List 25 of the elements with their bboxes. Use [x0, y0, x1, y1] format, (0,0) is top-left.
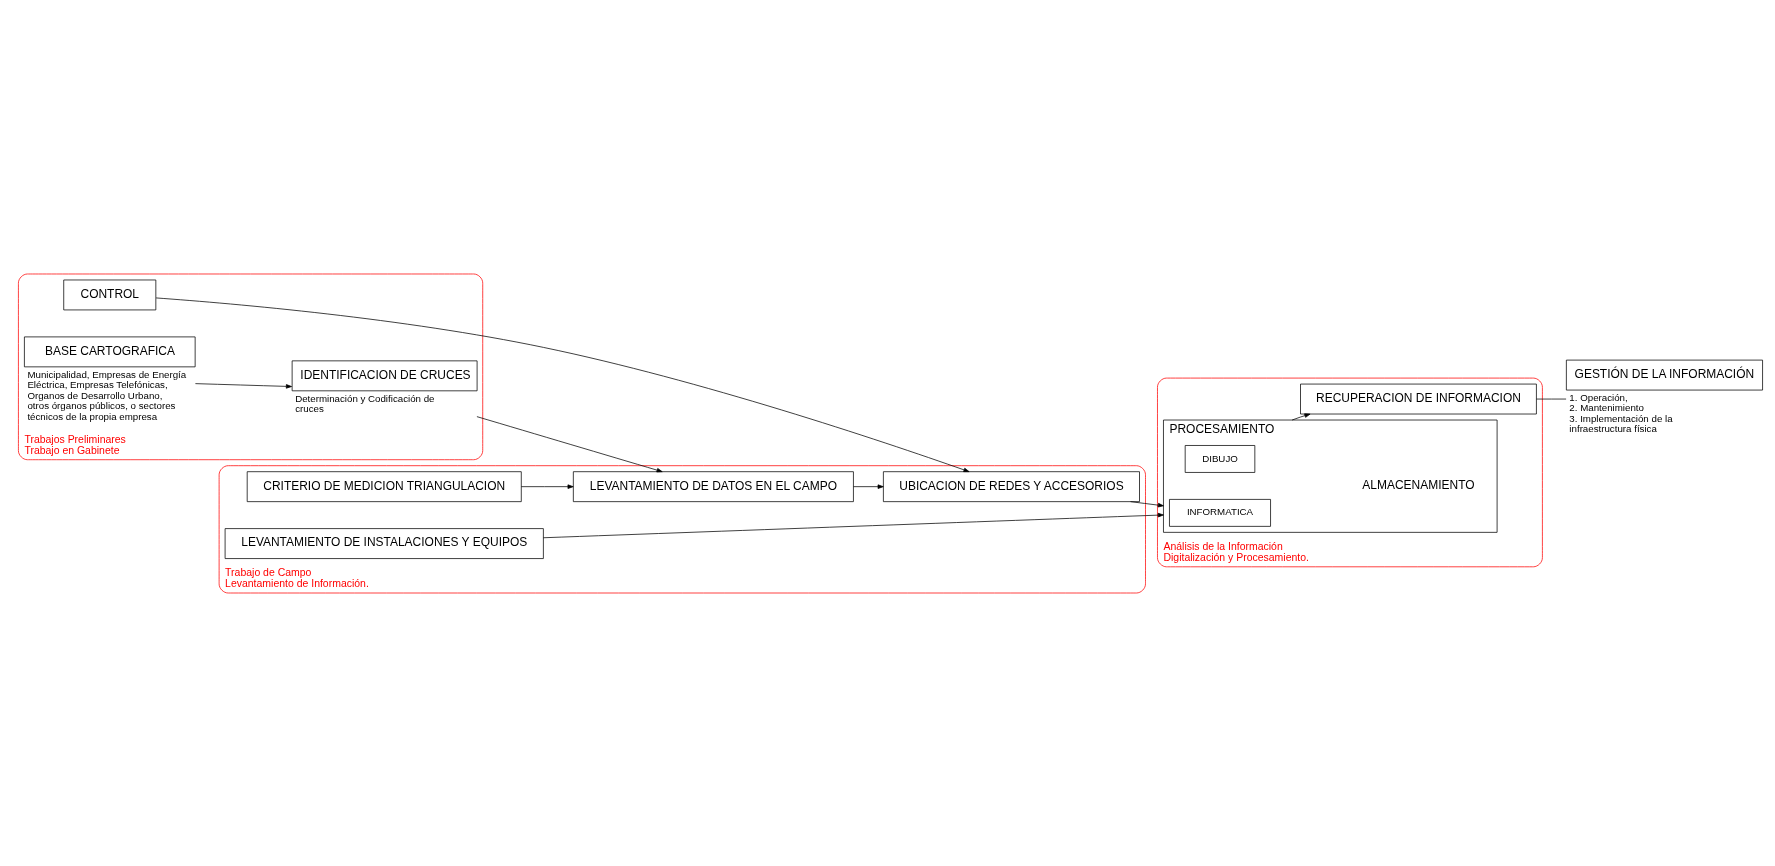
- node-box: IDENTIFICACION DE CRUCES: [291, 360, 478, 391]
- arrow: [1291, 412, 1311, 420]
- node-box: GESTIÓN DE LA INFORMACIÓN: [1566, 359, 1763, 390]
- node-box: DIBUJO: [1184, 444, 1256, 473]
- node-label: Determinación y Codificación de cruces: [295, 392, 435, 414]
- node-label: 1. Operación,: [1569, 391, 1628, 403]
- node-box: UBICACION DE REDES Y ACCESORIOS: [883, 470, 1140, 502]
- node-label: 3. Implementación de la infraestructura física: [1569, 412, 1673, 434]
- node-label: 2. Mantenimiento: [1569, 401, 1644, 413]
- node-box: INFORMATICA: [1169, 498, 1271, 527]
- node-box: CONTROL: [63, 279, 157, 310]
- node-box: CRITERIO DE MEDICION TRIANGULACION: [246, 470, 522, 502]
- arrow: [543, 512, 1164, 538]
- node-box: LEVANTAMIENTO DE INSTALACIONES Y EQUIPOS: [224, 527, 544, 559]
- arrow: [155, 297, 970, 472]
- arrow: [520, 483, 574, 489]
- connector: [1536, 398, 1567, 399]
- arrow: [195, 382, 292, 389]
- arrow: [1130, 500, 1164, 507]
- arrow: [853, 483, 884, 489]
- node-box: LEVANTAMIENTO DE DATOS EN EL CAMPO: [572, 470, 854, 502]
- node-box: RECUPERACION DE INFORMACION: [1300, 383, 1537, 414]
- arrow: [476, 415, 663, 472]
- node-box: BASE CARTOGRAFICA: [24, 336, 196, 367]
- node-label: Municipalidad, Empresas de Energía Eléctrica, Empresas Telefónicas, Organos de Desarrollo Urbano, otros órganos públicos, o sectores técnicos de la propia empresa: [27, 368, 187, 422]
